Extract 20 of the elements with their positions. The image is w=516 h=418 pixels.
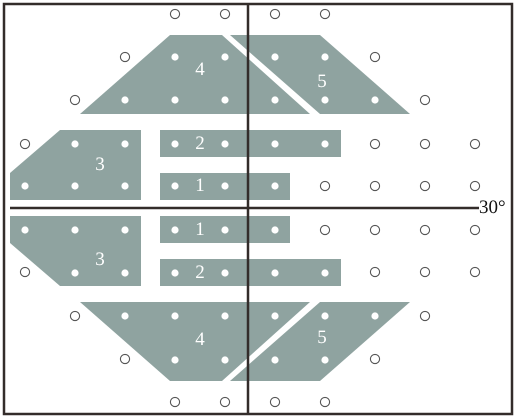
zone-number: 4 <box>195 60 205 80</box>
zone-number: 4 <box>195 330 205 350</box>
zone-region <box>160 216 290 243</box>
zone-region <box>160 173 290 200</box>
zone-number: 5 <box>317 72 327 92</box>
zone-number: 1 <box>195 176 205 196</box>
zone-region <box>230 302 410 381</box>
zone-number: 3 <box>95 155 105 175</box>
zone-region <box>80 302 310 381</box>
zone-region <box>10 130 141 200</box>
zone-region <box>230 35 410 114</box>
zone-number: 1 <box>195 220 205 240</box>
zone-number: 5 <box>317 328 327 348</box>
zone-region <box>160 130 341 157</box>
zone-number: 2 <box>195 263 205 283</box>
zone-region <box>10 216 141 286</box>
zone-number: 2 <box>195 134 205 154</box>
zone-number: 3 <box>95 250 105 270</box>
zone-region <box>80 35 310 114</box>
zone-region <box>160 259 341 286</box>
